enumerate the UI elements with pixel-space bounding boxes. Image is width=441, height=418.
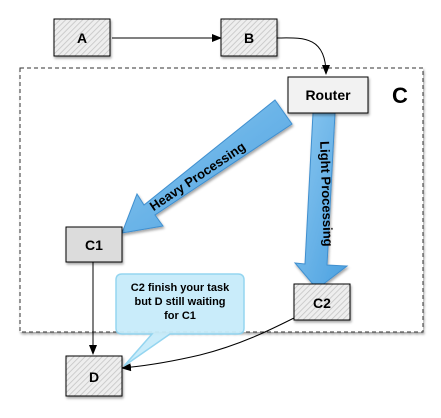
node-a[interactable]: A	[53, 18, 111, 57]
light-processing-arrow: Light Processing	[293, 112, 349, 290]
node-b-label: B	[244, 30, 254, 46]
edge-b-to-router	[274, 37, 330, 75]
node-d[interactable]: D	[65, 355, 123, 397]
note-line-3: for C1	[164, 310, 196, 322]
node-a-label: A	[77, 30, 87, 46]
node-c1-label: C1	[85, 237, 103, 253]
note-line-1: C2 finish your task	[131, 282, 230, 294]
node-b[interactable]: B	[220, 18, 278, 57]
callout-note: C2 finish your task but D still waiting …	[115, 273, 245, 367]
node-c2[interactable]: C2	[293, 283, 351, 321]
light-processing-label: Light Processing	[317, 141, 336, 247]
node-router[interactable]: Router	[287, 76, 369, 114]
node-d-label: D	[89, 369, 99, 385]
container-label: C	[392, 83, 408, 108]
node-c2-label: C2	[313, 295, 331, 311]
edge-c2-to-d	[121, 317, 295, 372]
node-c1[interactable]: C1	[65, 226, 123, 263]
note-line-2: but D still waiting	[134, 296, 225, 308]
node-router-label: Router	[305, 87, 351, 103]
connectors	[89, 34, 330, 372]
